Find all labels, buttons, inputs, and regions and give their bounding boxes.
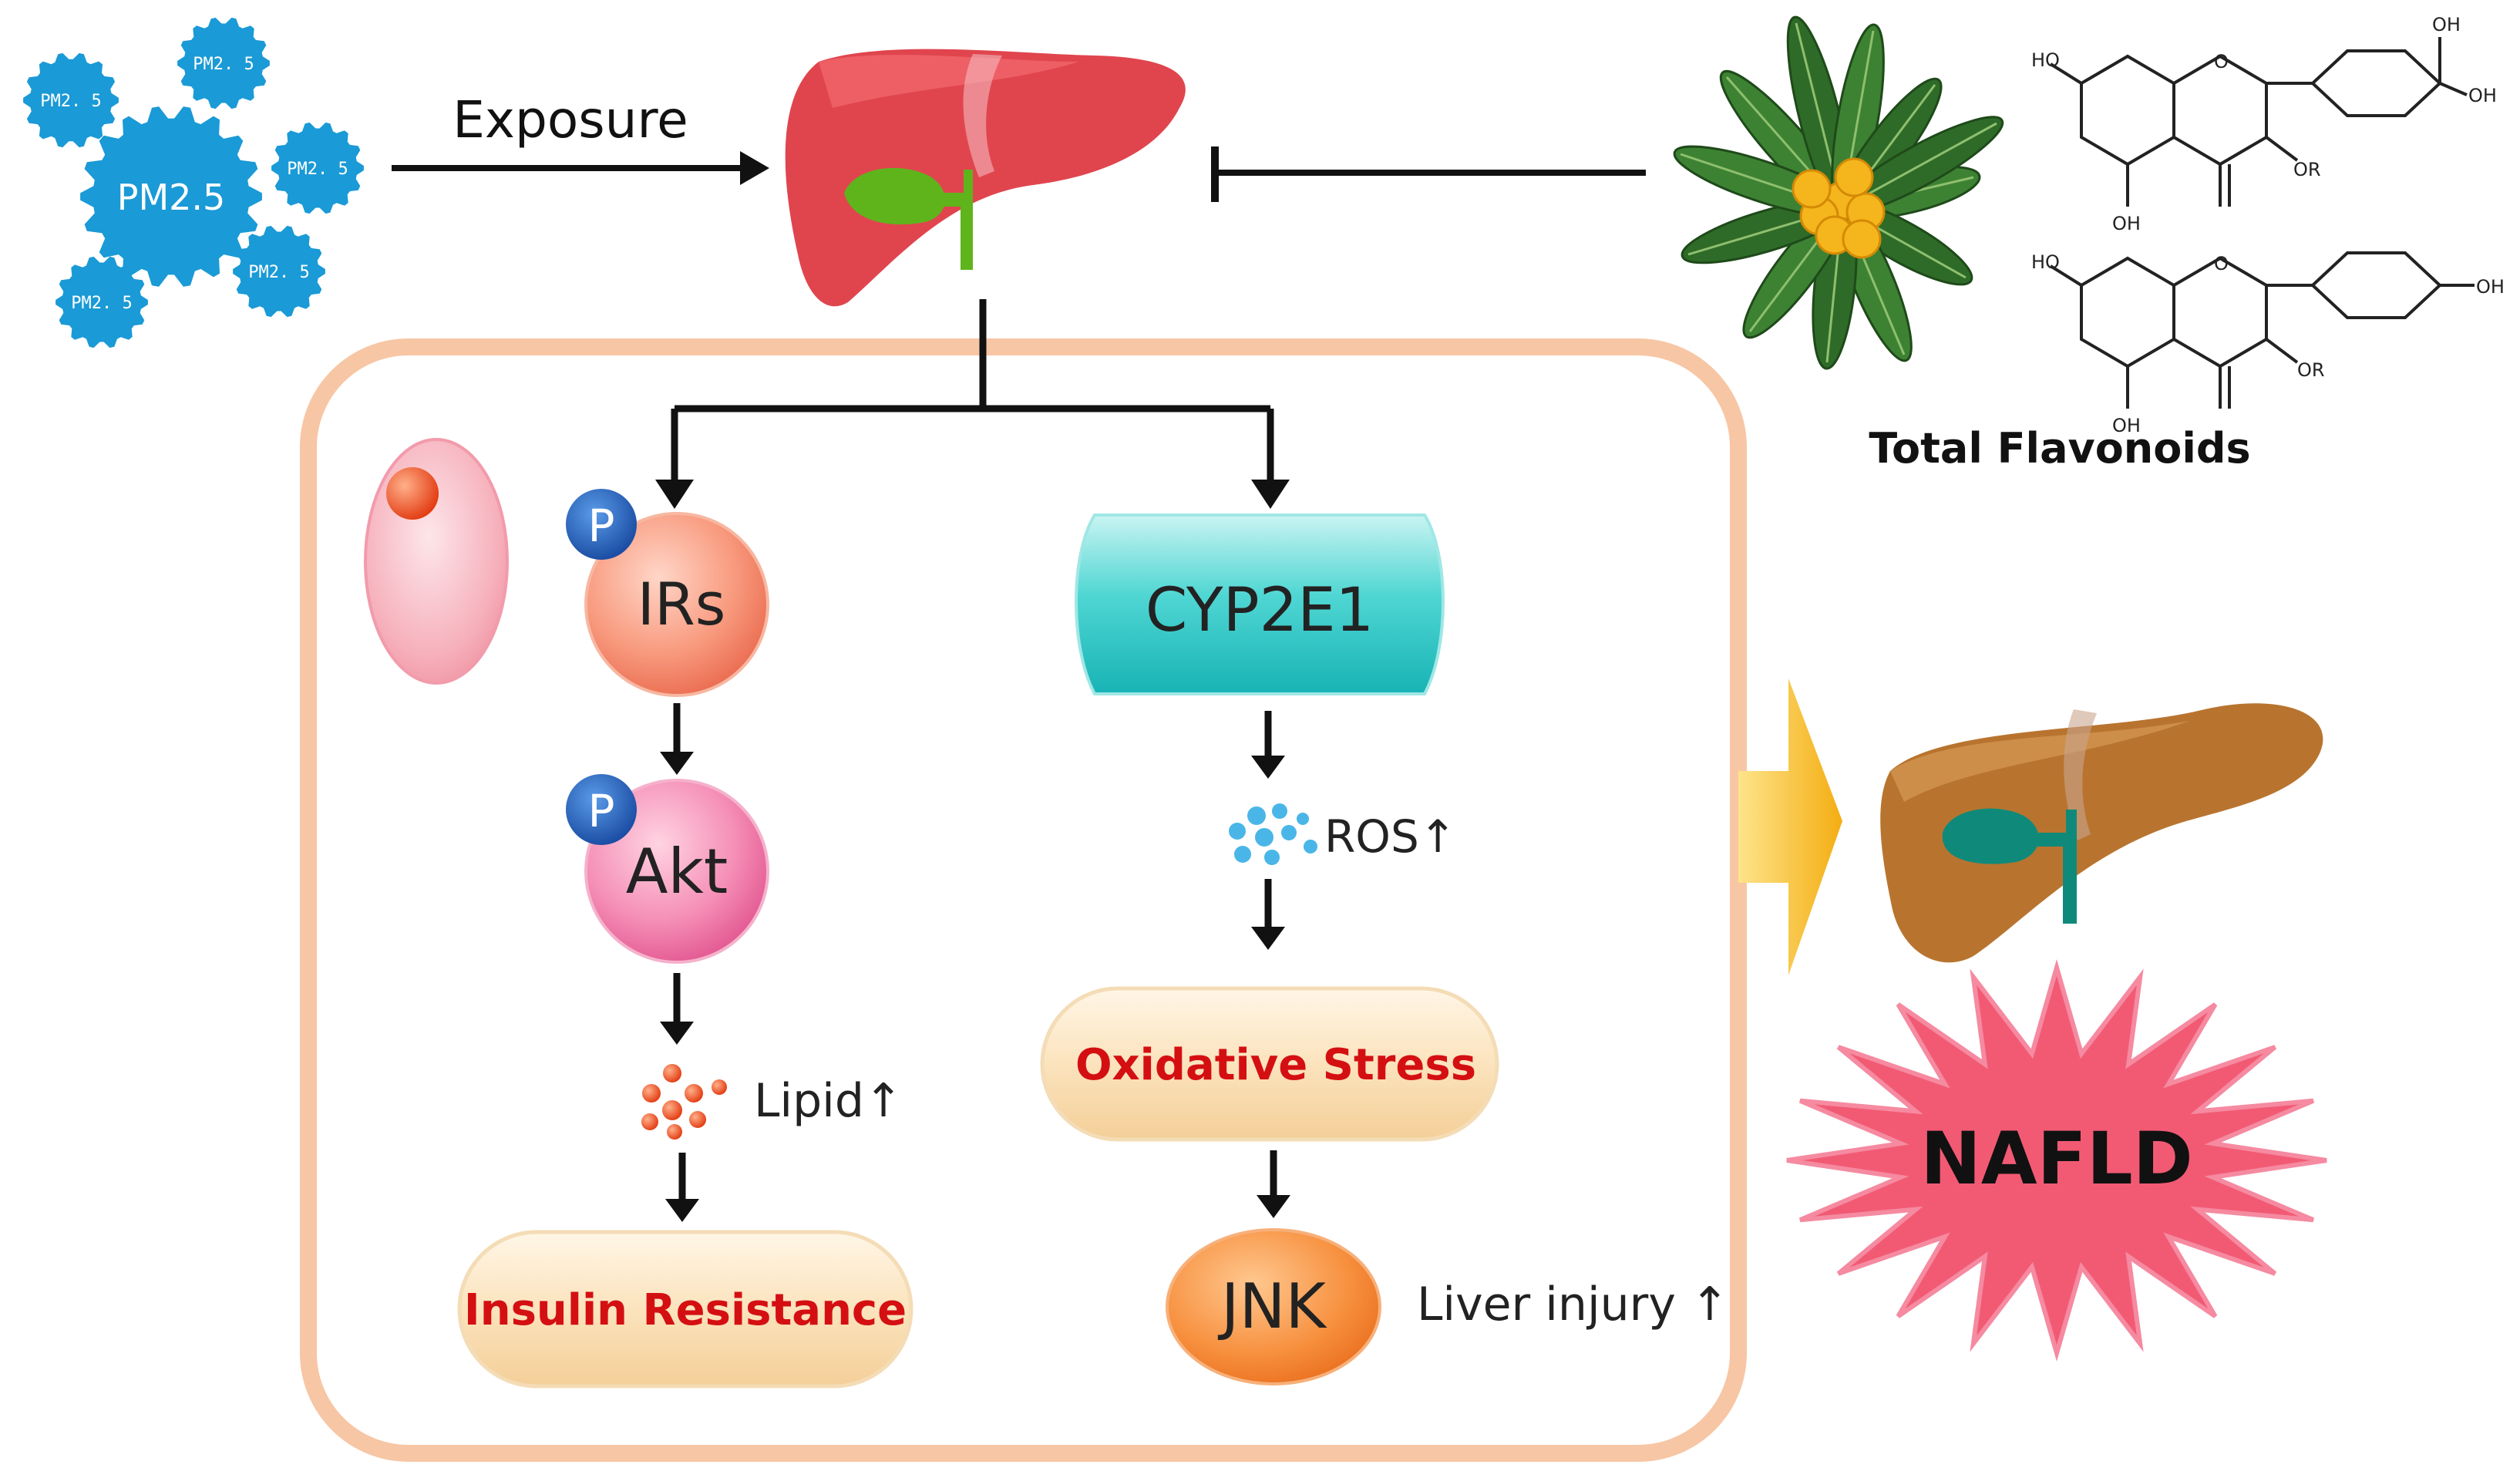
nafld-label: NAFLD (1920, 1117, 2193, 1201)
flavonoid-structure-2: HO OH OR O OH (2031, 251, 2505, 436)
total-flavonoids-label: Total Flavonoids (1869, 424, 2250, 473)
svg-text:OH: OH (2112, 213, 2141, 234)
svg-text:O: O (2214, 253, 2229, 274)
phospho-badge-irs: P (566, 489, 637, 560)
exposure-arrow (392, 151, 769, 185)
loquat-plant-icon (1673, 15, 2004, 370)
insulin-resistance-label: Insulin Resistance (464, 1285, 907, 1335)
lipid-droplets-icon (641, 1064, 727, 1140)
phospho-badge-akt: P (566, 774, 637, 845)
pm25-particle-label: PM2. 5 (40, 92, 101, 111)
lipid-label: Lipid↑ (754, 1074, 903, 1128)
svg-text:O: O (2214, 51, 2229, 72)
insulin-resistance-node: Insulin Resistance (457, 1230, 913, 1389)
svg-text:HO: HO (2031, 49, 2060, 71)
inhibition-arrow (1211, 146, 1646, 202)
arrow-lipid-to-insulin (665, 1153, 699, 1222)
healthy-liver-icon (785, 49, 1186, 307)
arrow-akt-to-lipid (660, 973, 694, 1045)
svg-text:OR: OR (2297, 359, 2325, 381)
svg-text:P: P (588, 500, 615, 552)
ros-particles-icon (1229, 803, 1317, 865)
pm25-particle (271, 122, 364, 214)
jnk-label: JNK (1217, 1271, 1327, 1342)
diseased-liver-icon (1880, 703, 2323, 963)
pm25-particle-label: PM2. 5 (287, 160, 348, 179)
progression-arrow-icon (1738, 678, 1842, 975)
pm25-particle (80, 106, 262, 287)
loquat-fruit (1842, 219, 1882, 259)
svg-text:P: P (588, 785, 615, 837)
svg-text:OH: OH (2476, 276, 2505, 298)
branch-arrowhead-right (1251, 480, 1290, 509)
cyp2e1-label: CYP2E1 (1146, 576, 1374, 645)
pm25-particle-cluster: PM2. 5 PM2. 5 PM2. 5 PM2. 5 PM2. 5 PM2.5 (23, 17, 364, 348)
svg-text:OR: OR (2293, 159, 2321, 180)
jnk-node: JNK (1166, 1228, 1381, 1385)
pm25-particle (56, 256, 148, 348)
exposure-label: Exposure (453, 90, 688, 150)
oxidative-stress-node: Oxidative Stress (1040, 986, 1499, 1142)
cyp2e1-node: CYP2E1 (1075, 513, 1445, 695)
loquat-fruit (1792, 169, 1832, 209)
arrow-ros-to-stress (1251, 879, 1285, 950)
nafld-burst: NAFLD (1786, 959, 2327, 1362)
hepatocyte-boundary (300, 338, 1747, 1462)
pm25-particle (177, 17, 270, 109)
arrow-stress-to-jnk (1257, 1150, 1290, 1218)
pm25-particle-label: PM2. 5 (248, 263, 309, 282)
svg-text:OH: OH (2112, 415, 2141, 436)
irs-label: IRs (638, 570, 726, 638)
pm25-particle-label: PM2. 5 (71, 294, 132, 313)
svg-text:OH: OH (2432, 14, 2461, 35)
cell-organelle-icon (364, 438, 509, 685)
arrow-cyp-to-ros (1251, 711, 1285, 779)
branch-connector (671, 299, 1274, 493)
oxidative-stress-label: Oxidative Stress (1075, 1040, 1476, 1090)
liver-injury-label: Liver injury ↑ (1417, 1278, 1729, 1332)
pm25-particle (233, 225, 325, 318)
pm25-particle-label: PM2. 5 (193, 55, 254, 74)
flavonoid-structure-1: HO OH OR O OH OH (2031, 14, 2497, 234)
pm25-particle (23, 52, 119, 148)
svg-text:HO: HO (2031, 251, 2060, 273)
branch-arrowhead-left (655, 480, 694, 509)
irs-node: IRs (584, 512, 769, 697)
arrow-irs-to-akt (660, 703, 694, 775)
akt-label: Akt (626, 836, 728, 907)
loquat-fruit (1834, 157, 1874, 197)
svg-text:OH: OH (2468, 85, 2497, 106)
ros-label: ROS↑ (1324, 810, 1456, 863)
pm25-particle-label: PM2.5 (117, 177, 226, 218)
